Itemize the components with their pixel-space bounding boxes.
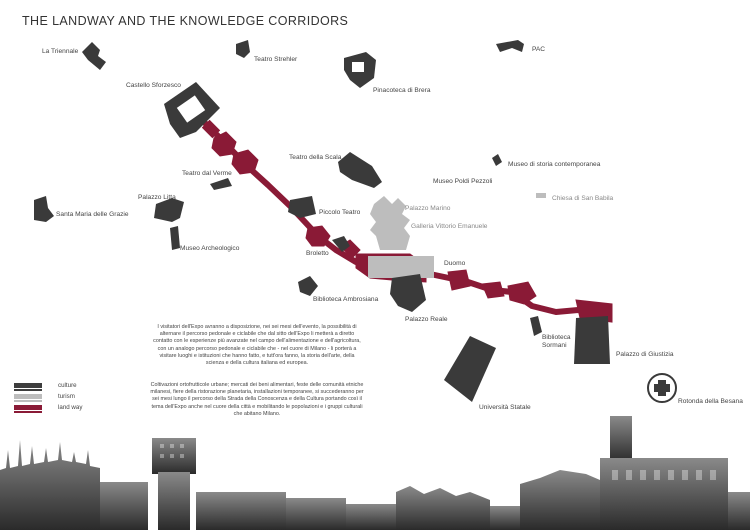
- city-map: [34, 40, 677, 403]
- landway-node-7: [507, 281, 537, 305]
- palazzo-giustizia-photo: [600, 458, 728, 530]
- landway-castello-node: [201, 119, 221, 139]
- label-reale: Palazzo Reale: [405, 316, 448, 323]
- label-ambrosiana: Biblioteca Ambrosiana: [313, 296, 379, 303]
- ambrosiana-shape: [298, 276, 318, 296]
- landway-node-5: [447, 269, 471, 291]
- label-piccolo: Piccolo Teatro: [319, 209, 361, 216]
- broletto-shape: [332, 236, 350, 252]
- duomo-skyline: [0, 440, 100, 530]
- label-archeo: Museo Archeologico: [180, 245, 240, 252]
- label-galleria: Galleria Vittorio Emanuele: [411, 223, 488, 230]
- label-verme: Teatro dal Verme: [182, 170, 232, 177]
- label-marino: Palazzo Marino: [405, 205, 451, 212]
- label-broletto: Broletto: [306, 250, 329, 257]
- legend-label: turism: [58, 393, 75, 400]
- label-castello: Castello Sforzesco: [126, 82, 181, 89]
- label-sormani: Biblioteca Sormani: [542, 334, 571, 349]
- label-babila: Chiesa di San Babila: [552, 195, 614, 202]
- tourism-buildings: [368, 193, 546, 278]
- tower-right: [610, 416, 632, 462]
- building-e: [396, 486, 490, 530]
- label-giustizia: Palazzo di Giustizia: [616, 351, 674, 358]
- events-paragraph: Coltivazioni ortofrutticole urbane; merc…: [150, 382, 364, 417]
- triennale-shape: [82, 42, 106, 70]
- brera-court: [352, 62, 364, 72]
- label-poldi: Museo Poldi Pezzoli: [433, 178, 493, 185]
- statale-shape: [444, 336, 496, 402]
- legend-label: culture: [58, 382, 77, 389]
- building-g: [520, 470, 600, 530]
- legend-label: land way: [58, 404, 83, 411]
- label-litta: Palazzo Litta: [138, 194, 176, 201]
- strehler-shape: [236, 40, 250, 58]
- building-c: [286, 498, 346, 530]
- besana-cross: [654, 380, 670, 396]
- legend-item-culture: culture: [14, 382, 94, 392]
- galleria-vittorio-emanuele: [370, 196, 410, 250]
- culture-buildings: [34, 40, 677, 403]
- building-a: [100, 482, 148, 530]
- scala-shape: [338, 152, 382, 188]
- piccolo-shape: [288, 196, 316, 218]
- duomo-shape: [368, 256, 434, 278]
- label-scala: Teatro della Scala: [289, 154, 342, 161]
- label-pac: PAC: [532, 46, 546, 53]
- reale-shape: [390, 274, 426, 312]
- legend-item-landway: land way: [14, 404, 94, 414]
- grazie-shape: [34, 196, 54, 222]
- besana-ring: [647, 373, 677, 403]
- landway-node-2: [231, 149, 259, 175]
- landway-node-1: [211, 131, 237, 157]
- label-brera: Pinacoteca di Brera: [373, 87, 431, 94]
- giustizia-shape: [574, 316, 610, 364]
- label-duomo: Duomo: [444, 260, 466, 267]
- intro-paragraph: I visitatori dell'Expo avranno a disposi…: [153, 324, 361, 367]
- landway-node-6: [481, 281, 505, 299]
- torre-velasca-shaft: [158, 472, 190, 530]
- building-b: [196, 492, 286, 530]
- castello-court: [176, 95, 206, 123]
- torre-velasca-top: [152, 438, 196, 474]
- label-grazie: Santa Maria delle Grazie: [56, 211, 129, 218]
- building-d: [346, 504, 396, 530]
- landway-node-3: [305, 225, 331, 247]
- label-triennale: La Triennale: [42, 48, 79, 55]
- label-statale: Università Statale: [479, 404, 531, 411]
- verme-shape: [210, 178, 232, 190]
- label-strehler: Teatro Strehler: [254, 56, 298, 63]
- label-besana: Rotonda della Besana: [678, 398, 743, 405]
- building-h: [728, 492, 750, 530]
- legend-item-turism: turism: [14, 393, 94, 403]
- page-title: THE LANDWAY AND THE KNOWLEDGE CORRIDORS: [22, 14, 349, 28]
- storia-shape: [492, 154, 502, 166]
- litta-shape: [154, 198, 184, 222]
- archeo-shape: [170, 226, 180, 250]
- skyline-photo: [0, 416, 750, 530]
- babila-shape: [536, 193, 546, 198]
- pac-shape: [496, 40, 524, 52]
- sormani-shape: [530, 316, 542, 336]
- label-storia: Museo di storia contemporanea: [508, 161, 601, 168]
- building-f: [490, 506, 520, 530]
